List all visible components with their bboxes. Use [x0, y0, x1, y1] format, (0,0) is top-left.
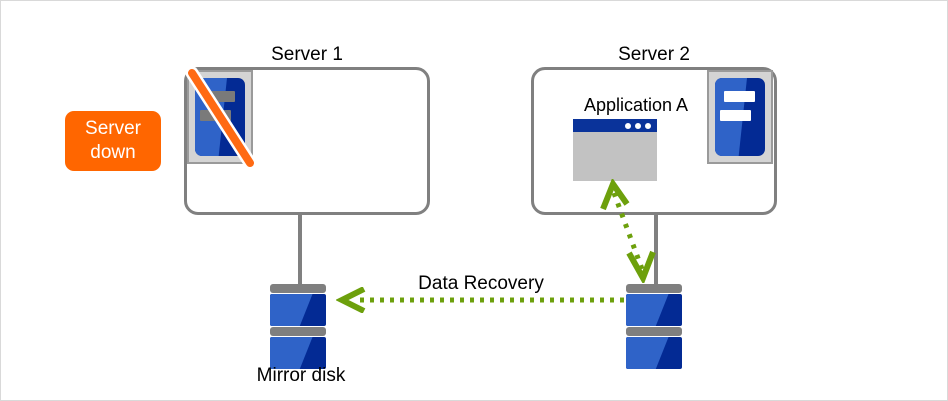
rack-bar-top: [204, 91, 235, 103]
server-rack-online-body: [715, 78, 765, 156]
server-rack-online-icon: [707, 70, 773, 164]
disk-body-lower: [626, 337, 682, 369]
application-window-icon: [573, 119, 657, 181]
window-dot-1: [625, 122, 631, 129]
window-dot-3: [645, 122, 651, 129]
rack-bar-bottom: [200, 109, 231, 121]
disk-band-middle: [270, 327, 326, 336]
rack-bar-top: [724, 91, 755, 103]
disk-body-upper: [626, 294, 682, 326]
mirror-disk-label: Mirror disk: [256, 365, 346, 386]
server-down-badge-line2: down: [90, 142, 136, 163]
application-disk-io-arrow-icon: [600, 179, 656, 283]
disk-band-top: [626, 284, 682, 293]
server-rack-offline-body: [195, 78, 245, 156]
server2-title: Server 2: [618, 44, 690, 65]
server-down-badge: Server down: [65, 111, 161, 171]
mirror-disk-icon: [270, 284, 326, 370]
server2-disk-icon: [626, 284, 682, 370]
disk-body-upper: [270, 294, 326, 326]
disk-body-lower: [270, 337, 326, 369]
disk-band-top: [270, 284, 326, 293]
rack-bar-bottom: [720, 109, 751, 121]
server1-title: Server 1: [271, 44, 343, 65]
server-rack-offline-icon: [187, 70, 253, 164]
application-a-label: Application A: [583, 95, 689, 115]
server2-disk-connector: [654, 214, 658, 286]
data-recovery-arrow-icon: [336, 287, 624, 313]
window-dot-2: [635, 122, 641, 129]
server1-disk-connector: [298, 214, 302, 286]
application-window-titlebar: [573, 119, 657, 132]
disk-band-middle: [626, 327, 682, 336]
server-down-badge-line1: Server: [85, 118, 141, 139]
data-recovery-label: Data Recovery: [418, 273, 544, 294]
